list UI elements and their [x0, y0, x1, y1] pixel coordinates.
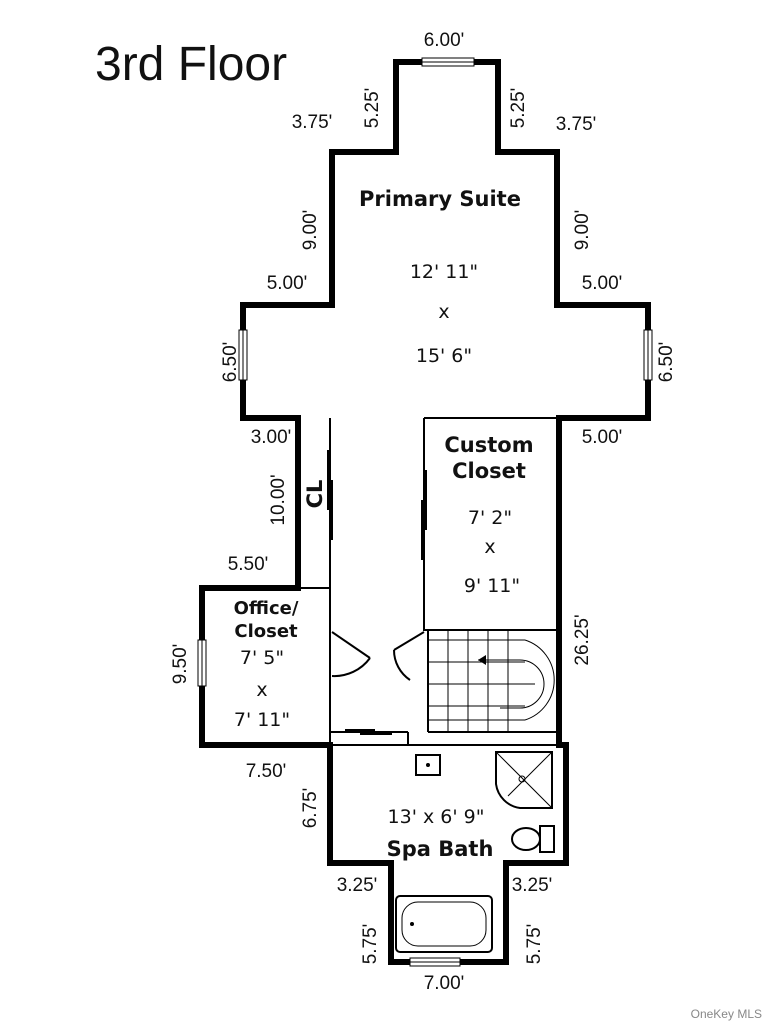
svg-text:6.75': 6.75' — [300, 788, 321, 829]
closet-wall — [423, 418, 559, 631]
room-closet: CL — [303, 480, 327, 509]
sink-icon — [415, 754, 441, 776]
svg-text:5.25': 5.25' — [362, 88, 383, 129]
svg-text:6.50': 6.50' — [220, 342, 241, 383]
svg-text:6.50': 6.50' — [656, 342, 677, 383]
svg-text:5.75': 5.75' — [360, 924, 381, 965]
room-custom-closet: Custom — [444, 433, 533, 457]
room-spa-bath: Spa Bath — [387, 837, 494, 861]
room-office-closet: Office/ — [234, 598, 299, 619]
bathtub-icon — [395, 895, 493, 953]
svg-text:9.50': 9.50' — [170, 644, 191, 685]
floor-title: 3rd Floor — [95, 38, 287, 91]
svg-text:7' 5": 7' 5" — [240, 647, 284, 669]
svg-text:x: x — [484, 536, 495, 558]
svg-text:26.25': 26.25' — [572, 614, 593, 665]
svg-text:3.00': 3.00' — [251, 427, 292, 448]
measurements: 6.00' 5.25' 5.25' 3.75' 3.75' 9.00' 9.00… — [170, 30, 677, 994]
svg-text:x: x — [438, 301, 449, 323]
room-labels: Primary Suite 12' 11" x 15' 6" Custom Cl… — [234, 187, 534, 861]
svg-text:7.50': 7.50' — [246, 761, 287, 782]
svg-text:5.00': 5.00' — [267, 273, 308, 294]
toilet-icon — [539, 825, 555, 853]
svg-text:Closet: Closet — [452, 459, 526, 483]
svg-text:5.50': 5.50' — [228, 554, 269, 575]
svg-text:3.75': 3.75' — [292, 112, 333, 133]
svg-text:3.75': 3.75' — [556, 114, 597, 135]
room-primary-suite: Primary Suite — [359, 187, 521, 211]
svg-text:9.00': 9.00' — [300, 210, 321, 251]
svg-text:12' 11": 12' 11" — [410, 261, 478, 283]
svg-text:9.00': 9.00' — [572, 210, 593, 251]
bath-fixtures — [395, 751, 555, 953]
interior-walls — [297, 417, 559, 746]
svg-text:5.25': 5.25' — [508, 88, 529, 129]
svg-text:15' 6": 15' 6" — [416, 345, 472, 367]
svg-text:9' 11": 9' 11" — [464, 575, 520, 597]
room-spa-bath-size: 13' x 6' 9" — [388, 806, 485, 828]
svg-text:5.00': 5.00' — [582, 273, 623, 294]
svg-text:7' 2": 7' 2" — [468, 507, 512, 529]
svg-text:5.75': 5.75' — [524, 924, 545, 965]
windows — [197, 57, 653, 967]
svg-text:7.00': 7.00' — [424, 973, 465, 994]
svg-text:5.00': 5.00' — [582, 427, 623, 448]
svg-text:Closet: Closet — [234, 621, 298, 642]
watermark: OneKey MLS — [691, 1007, 762, 1021]
svg-text:3.25': 3.25' — [512, 875, 553, 896]
svg-text:3.25': 3.25' — [337, 875, 378, 896]
shower-icon — [495, 751, 553, 809]
svg-text:10.00': 10.00' — [268, 474, 289, 525]
svg-text:x: x — [256, 679, 267, 701]
svg-text:6.00': 6.00' — [424, 30, 465, 51]
svg-text:7' 11": 7' 11" — [234, 709, 290, 731]
staircase — [428, 630, 555, 732]
